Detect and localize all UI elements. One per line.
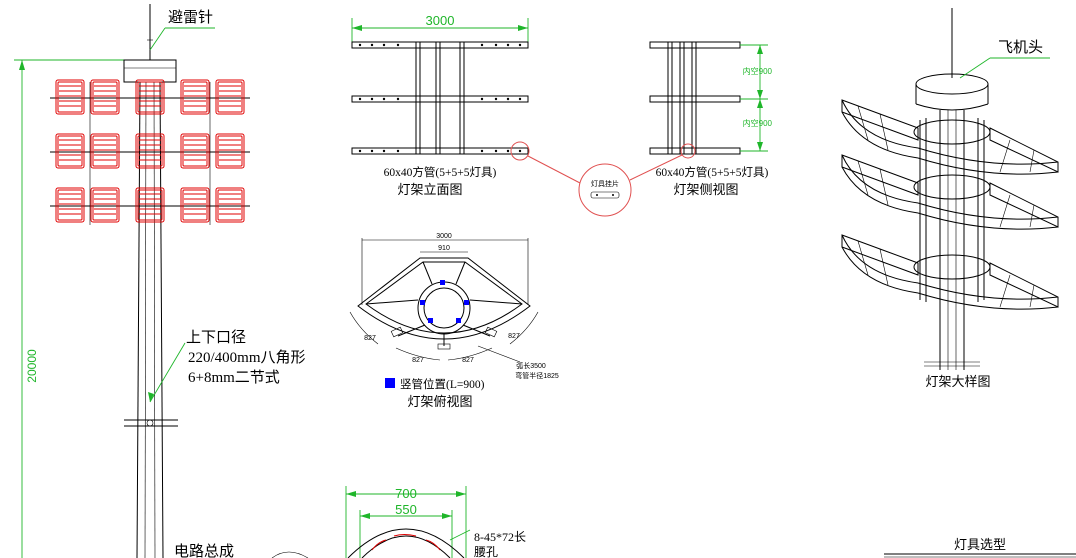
legend-swatch bbox=[385, 378, 395, 388]
pole-top-head bbox=[123, 59, 177, 83]
hanger-detail-callout: 灯具挂片 bbox=[510, 141, 683, 217]
base-flange-view: 700 550 8-45*72长 腰孔 bbox=[345, 486, 526, 558]
aircraft-cap-label: 飞机头 bbox=[998, 39, 1043, 56]
pole-section-joint bbox=[124, 419, 178, 427]
front-tube-spec: 60x40方管(5+5+5灯具) bbox=[384, 165, 497, 179]
seg-mid-left-dim: 827 bbox=[412, 357, 424, 364]
side-view-title: 灯架侧视图 bbox=[673, 182, 738, 197]
front-width-dim: 3000 bbox=[426, 13, 455, 28]
frame-isometric-view: 飞机头 bbox=[841, 8, 1059, 389]
diameter-title: 上下口径 bbox=[186, 329, 246, 346]
frame-front-elevation: 3000 60 bbox=[351, 13, 529, 197]
side-spacing-2: 内空900 bbox=[743, 118, 773, 128]
fixture-selection-table: 灯具选型 bbox=[884, 537, 1076, 558]
lamp-frame-beams bbox=[50, 82, 250, 225]
base-hole-spec: 8-45*72长 bbox=[474, 530, 526, 544]
iso-view-title: 灯架大样图 bbox=[925, 374, 990, 389]
iso-tier-1 bbox=[841, 99, 1059, 175]
base-hole-name: 腰孔 bbox=[474, 545, 498, 558]
pole-shaft bbox=[136, 81, 164, 558]
legend-text: 竖管位置(L=900) bbox=[400, 377, 485, 391]
bend-radius-note: 弯管半径1825 bbox=[515, 371, 559, 380]
front-view-title: 灯架立面图 bbox=[397, 182, 462, 197]
iso-tier-3 bbox=[841, 234, 1059, 310]
iso-tier-2 bbox=[841, 154, 1059, 230]
base-outer-dim: 700 bbox=[395, 486, 417, 501]
top-width-dim: 3000 bbox=[436, 233, 452, 240]
section-spec: 6+8mm二节式 bbox=[188, 369, 280, 386]
frame-top-view: 3000 910 827 827 bbox=[349, 233, 559, 409]
seg-right-dim: 827 bbox=[508, 333, 520, 340]
diameter-spec: 220/400mm八角形 bbox=[188, 349, 306, 366]
circuit-label: 电路总成 bbox=[174, 543, 234, 558]
side-spacing-1: 内空900 bbox=[743, 66, 773, 76]
vertical-tube-markers bbox=[420, 280, 469, 323]
seg-left-dim: 827 bbox=[364, 335, 376, 342]
base-inner-dim: 550 bbox=[395, 502, 417, 517]
frame-side-view: 内空900 内空900 60x40方管(5+5+5灯具) 灯架侧视图 bbox=[649, 41, 773, 197]
side-tube-spec: 60x40方管(5+5+5灯具) bbox=[656, 165, 769, 179]
top-inner-dim: 910 bbox=[438, 245, 450, 252]
height-dim-text: 20000 bbox=[25, 349, 39, 383]
lamp-fixtures bbox=[55, 79, 245, 223]
front-rails bbox=[351, 41, 529, 155]
height-dimension: 20000 bbox=[14, 59, 130, 558]
seg-mid-right-dim: 827 bbox=[462, 357, 474, 364]
arc-length-note: 弧长3500 bbox=[516, 361, 546, 370]
hanger-detail-label: 灯具挂片 bbox=[591, 179, 619, 188]
top-view-title: 灯架俯视图 bbox=[407, 394, 472, 409]
lightning-rod-label: 避雷针 bbox=[168, 9, 213, 26]
pole-elevation: 20000 bbox=[14, 4, 309, 558]
fixture-table-title: 灯具选型 bbox=[954, 537, 1006, 552]
